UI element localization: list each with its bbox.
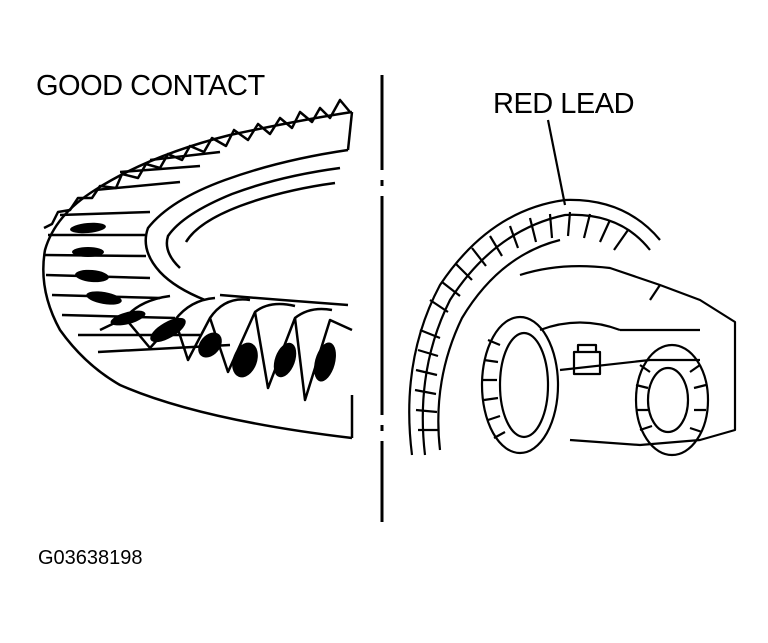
red-lead-leader-line (546, 119, 567, 206)
figure-code: G03638198 (38, 547, 143, 569)
good-contact-caption: GOOD CONTACT (36, 70, 265, 102)
differential-illustration (408, 119, 737, 457)
red-lead-callout: RED LEAD (493, 88, 635, 120)
ring-gear-illustration (42, 98, 354, 440)
contact-pattern-marks (70, 222, 336, 382)
